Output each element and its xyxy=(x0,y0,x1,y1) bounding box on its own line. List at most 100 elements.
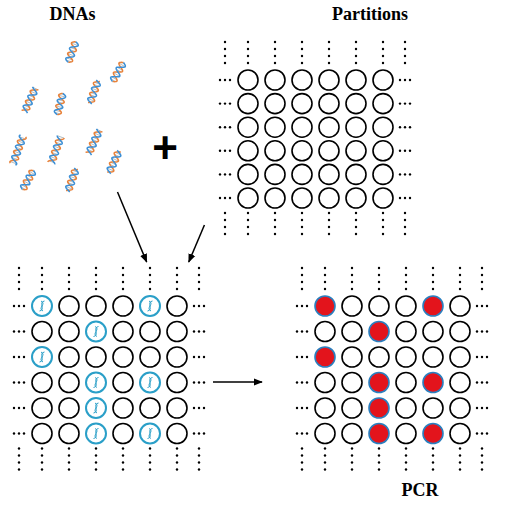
ellipsis-dot xyxy=(193,381,195,383)
ellipsis-dot xyxy=(149,267,151,269)
loaded-partition xyxy=(86,424,106,444)
empty-partition xyxy=(32,424,52,444)
ellipsis-dot xyxy=(409,173,411,175)
empty-partition xyxy=(238,164,258,184)
empty-partition xyxy=(59,347,79,367)
ellipsis-dot xyxy=(486,356,488,358)
empty-partition xyxy=(373,141,393,161)
ellipsis-dot xyxy=(481,305,483,307)
ellipsis-dot xyxy=(23,330,25,332)
ellipsis-dot xyxy=(68,461,70,463)
empty-partition xyxy=(423,322,443,342)
ellipsis-dot xyxy=(409,150,411,152)
ellipsis-dot xyxy=(378,288,380,290)
dna-molecule xyxy=(94,403,99,413)
ellipsis-dot xyxy=(328,233,330,235)
ellipsis-dot xyxy=(306,432,308,434)
empty-partition xyxy=(315,373,335,393)
empty-partition xyxy=(346,141,366,161)
ellipsis-dot xyxy=(95,461,97,463)
dna-helix xyxy=(65,40,79,63)
loaded-partition xyxy=(86,373,106,393)
empty-partition xyxy=(113,322,133,342)
empty-partition xyxy=(265,94,285,114)
ellipsis-dot xyxy=(95,267,97,269)
ellipsis-dot xyxy=(198,461,200,463)
ellipsis-dot xyxy=(296,407,298,409)
ellipsis-dot xyxy=(432,447,434,449)
dna-strand xyxy=(21,87,38,114)
ellipsis-dot xyxy=(481,274,483,276)
loaded-partition xyxy=(140,373,160,393)
ellipsis-dot xyxy=(405,468,407,470)
ellipsis-dot xyxy=(198,407,200,409)
loaded-partition xyxy=(86,322,106,342)
ellipsis-dot xyxy=(247,233,249,235)
ellipsis-dot xyxy=(432,281,434,283)
ellipsis-dot xyxy=(176,267,178,269)
ellipsis-dot xyxy=(149,468,151,470)
ellipsis-dot xyxy=(328,226,330,228)
ellipsis-dot xyxy=(301,233,303,235)
dna-helix xyxy=(54,92,67,115)
empty-partition xyxy=(265,141,285,161)
ellipsis-dot xyxy=(122,281,124,283)
ellipsis-dot xyxy=(355,55,357,57)
empty-partition xyxy=(238,141,258,161)
ellipsis-dot xyxy=(301,468,303,470)
ellipsis-dot xyxy=(324,447,326,449)
ellipsis-dot xyxy=(122,447,124,449)
ellipsis-dot xyxy=(355,212,357,214)
dna-molecule xyxy=(40,352,45,362)
ellipsis-dot xyxy=(324,454,326,456)
empty-partition xyxy=(59,398,79,418)
dna-strand xyxy=(54,92,67,115)
ellipsis-dot xyxy=(481,432,483,434)
ellipsis-dot xyxy=(18,288,20,290)
ellipsis-dot xyxy=(274,62,276,64)
ellipsis-dot xyxy=(399,126,401,128)
ellipsis-dot xyxy=(95,274,97,276)
ellipsis-dot xyxy=(198,381,200,383)
empty-partition xyxy=(342,296,362,316)
empty-partition xyxy=(59,296,79,316)
ellipsis-dot xyxy=(382,219,384,221)
ellipsis-dot xyxy=(351,454,353,456)
ellipsis-dot xyxy=(296,432,298,434)
empty-partition xyxy=(315,398,335,418)
flow-arrow xyxy=(118,192,147,262)
empty-partition xyxy=(167,322,187,342)
ellipsis-dot xyxy=(404,48,406,50)
ellipsis-dot xyxy=(324,288,326,290)
empty-partition xyxy=(292,141,312,161)
loaded-partition xyxy=(86,398,106,418)
empty-partition xyxy=(167,398,187,418)
ellipsis-dot xyxy=(481,356,483,358)
empty-partition xyxy=(292,188,312,208)
partition-array xyxy=(296,267,488,471)
ellipsis-dot xyxy=(476,432,478,434)
empty-partition xyxy=(319,117,339,137)
dna-strand xyxy=(106,150,123,175)
empty-partition xyxy=(238,117,258,137)
ellipsis-dot xyxy=(224,173,226,175)
ellipsis-dot xyxy=(41,454,43,456)
ellipsis-dot xyxy=(198,281,200,283)
ellipsis-dot xyxy=(432,267,434,269)
ellipsis-dot xyxy=(301,226,303,228)
empty-partition xyxy=(32,322,52,342)
ellipsis-dot xyxy=(224,212,226,214)
ellipsis-dot xyxy=(405,447,407,449)
ellipsis-dot xyxy=(459,468,461,470)
ellipsis-dot xyxy=(351,267,353,269)
empty-partition xyxy=(450,424,470,444)
ellipsis-dot xyxy=(13,330,15,332)
empty-partition xyxy=(396,373,416,393)
ellipsis-dot xyxy=(459,288,461,290)
loaded-partition xyxy=(32,296,52,316)
ellipsis-dot xyxy=(486,432,488,434)
ellipsis-dot xyxy=(219,126,221,128)
empty-partition xyxy=(265,188,285,208)
ellipsis-dot xyxy=(432,274,434,276)
ellipsis-dot xyxy=(193,356,195,358)
